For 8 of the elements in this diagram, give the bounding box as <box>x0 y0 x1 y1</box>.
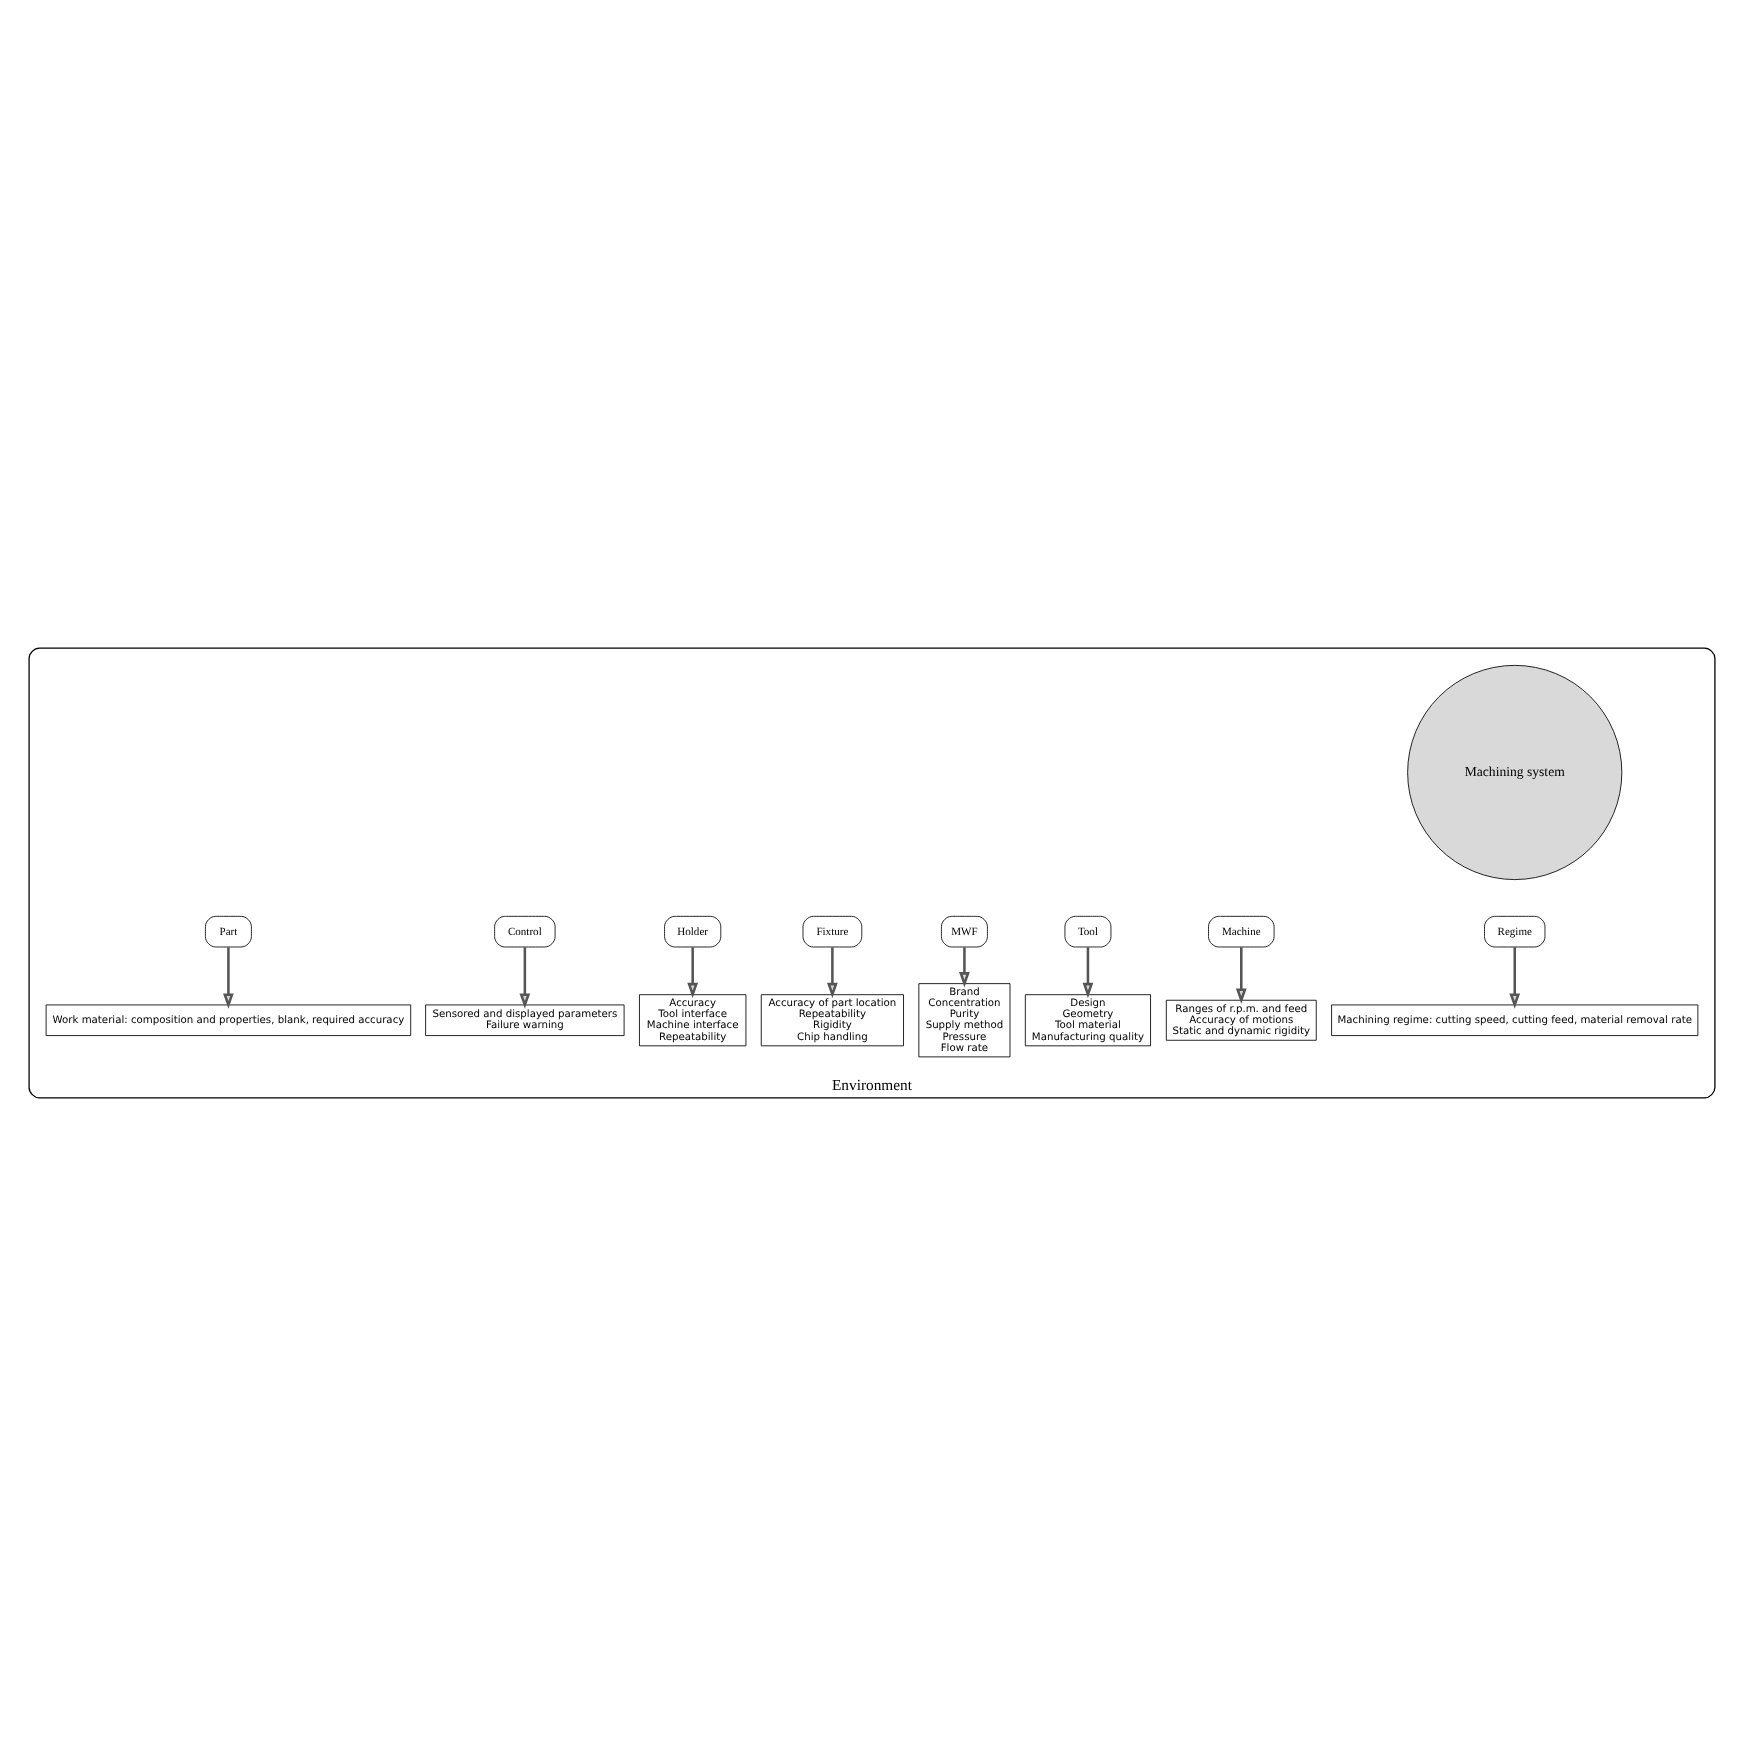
arrow <box>223 947 234 1009</box>
arrow <box>1235 947 1247 1004</box>
arrow <box>519 947 531 1009</box>
arrow <box>1082 947 1094 999</box>
arrow <box>827 947 838 999</box>
arrow <box>1509 947 1521 1009</box>
arrow <box>959 947 970 988</box>
arrow <box>687 947 699 999</box>
